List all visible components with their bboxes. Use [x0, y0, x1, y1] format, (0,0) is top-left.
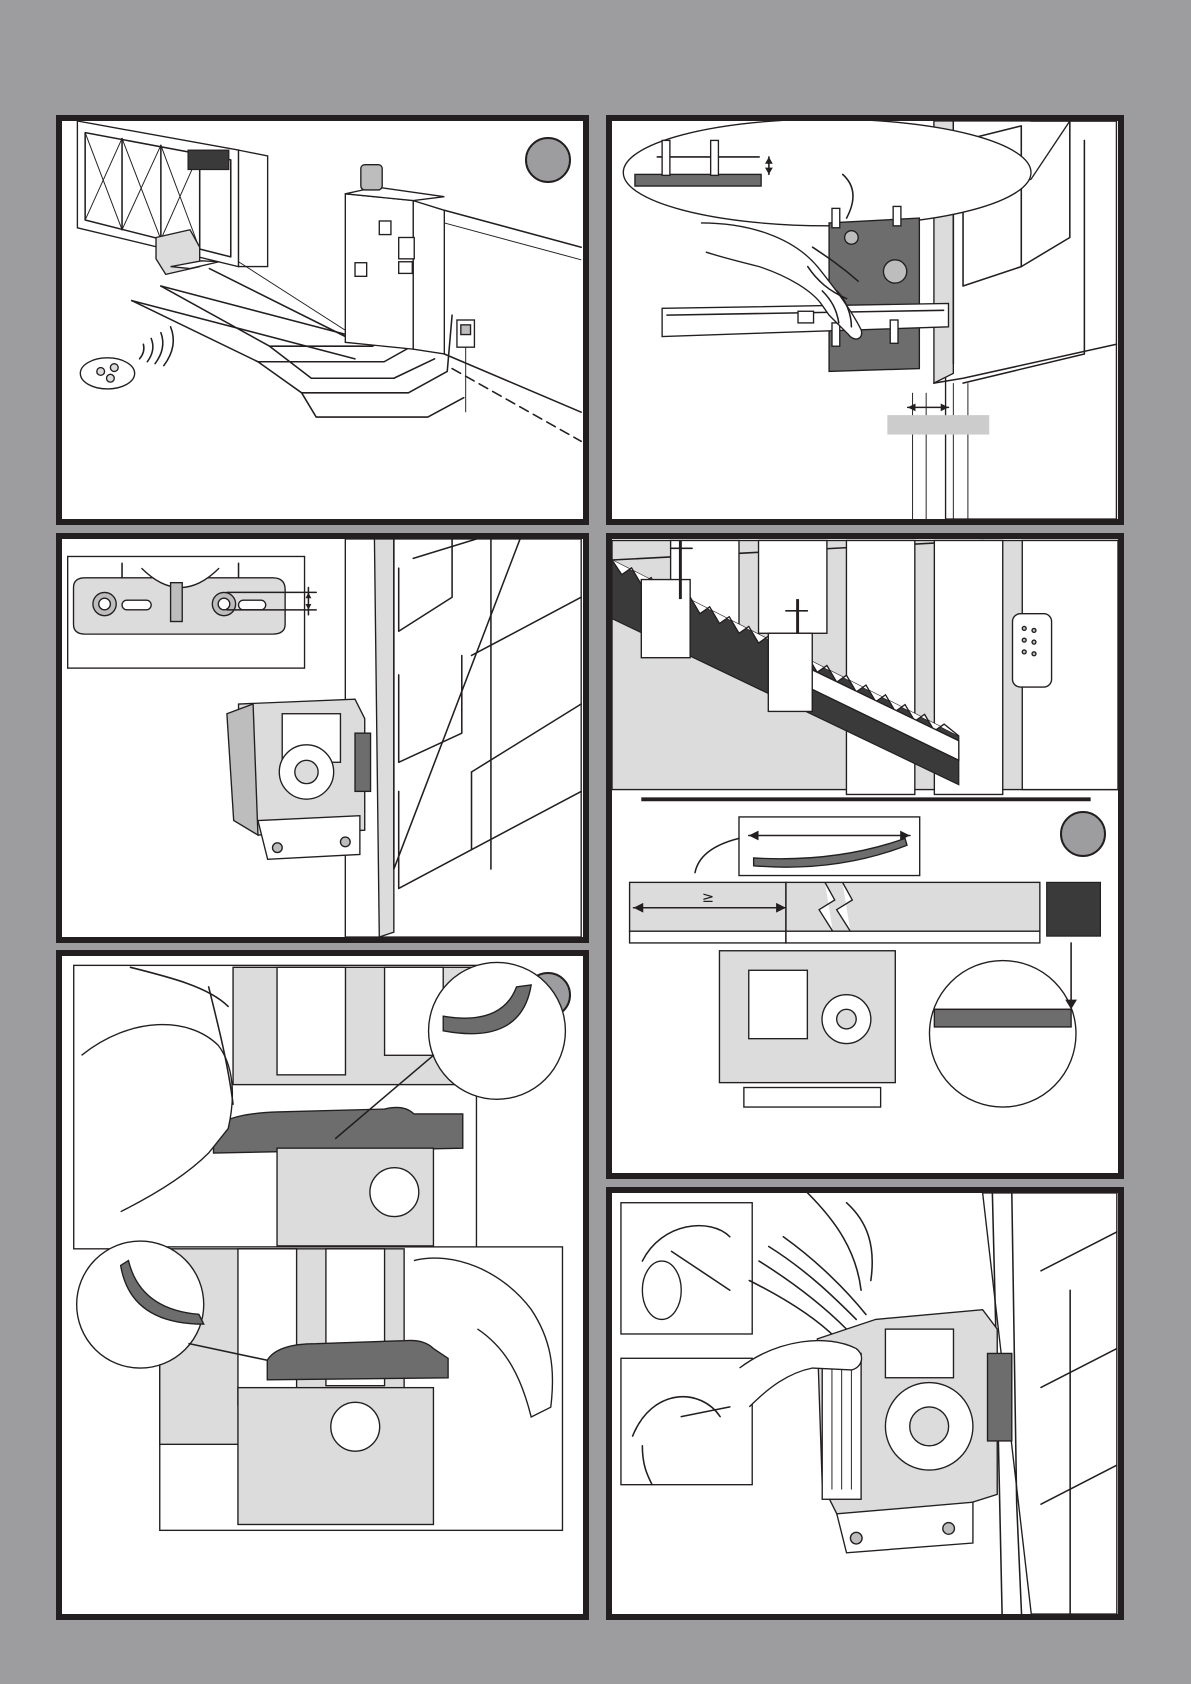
limit-switch-illustration	[62, 956, 583, 1614]
panel-cable-connection	[606, 1187, 1124, 1620]
panel-system-overview	[56, 115, 589, 525]
panel-motor-height-adjustment	[56, 533, 589, 943]
spacing-symbol: ≥	[702, 889, 714, 906]
cable-connection-illustration	[612, 1193, 1118, 1614]
panel-limit-switch-cams	[56, 950, 589, 1620]
rack-mounting-illustration: ≥	[612, 539, 1118, 1173]
panel-support-plate-positioning	[606, 115, 1124, 525]
support-plate-illustration	[612, 121, 1118, 519]
motor-height-illustration	[62, 539, 583, 937]
panel-rack-mounting: ≥	[606, 533, 1124, 1179]
system-overview-illustration	[62, 121, 583, 519]
